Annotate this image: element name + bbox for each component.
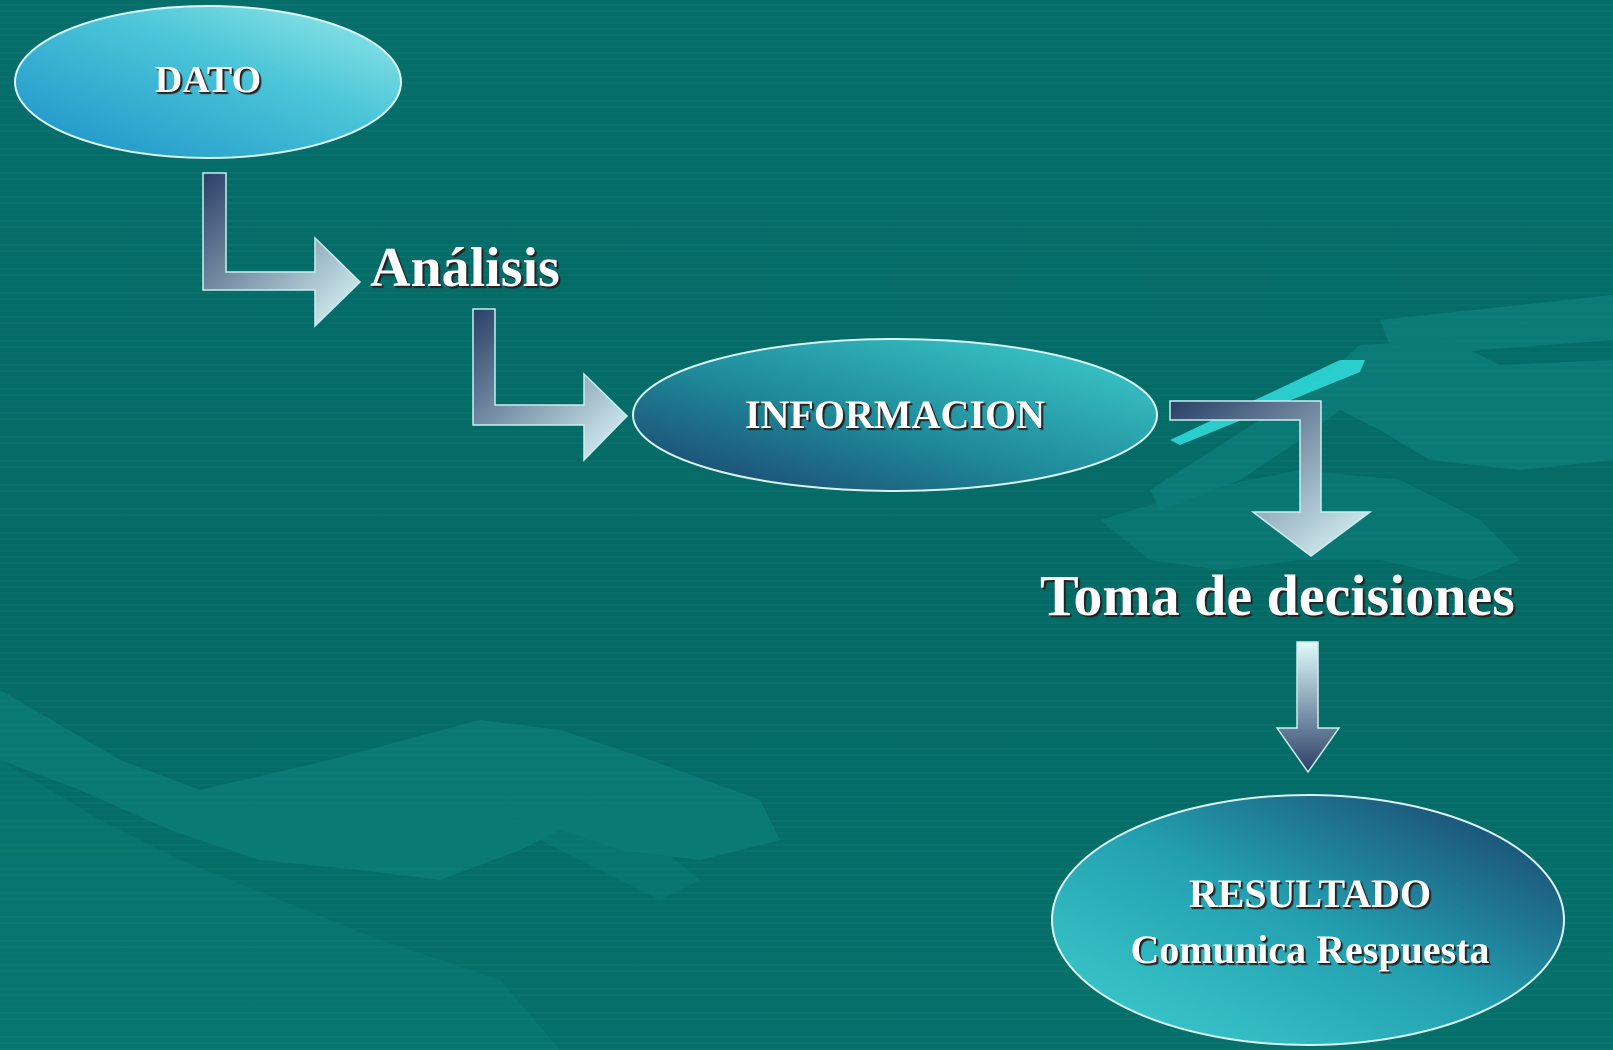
informacion-label: INFORMACION	[745, 392, 1045, 437]
resultado-node	[1051, 794, 1565, 1046]
arrow-decisiones-to-resultado	[1275, 641, 1341, 774]
arrow-dato-to-analisis	[202, 172, 362, 328]
dato-node	[14, 5, 402, 159]
arrow-analisis-to-informacion	[472, 308, 629, 462]
toma-de-decisiones-label: Toma de decisiones	[1040, 563, 1515, 628]
arrow-informacion-to-decisiones	[1169, 400, 1373, 557]
analisis-label: Análisis	[370, 237, 560, 299]
resultado-title: RESULTADO	[1188, 871, 1432, 916]
informacion-node	[632, 338, 1158, 492]
resultado-subtitle: Comunica Respuesta	[1130, 927, 1490, 972]
background-hand-left	[0, 690, 780, 1050]
dato-label: DATO	[154, 59, 262, 101]
